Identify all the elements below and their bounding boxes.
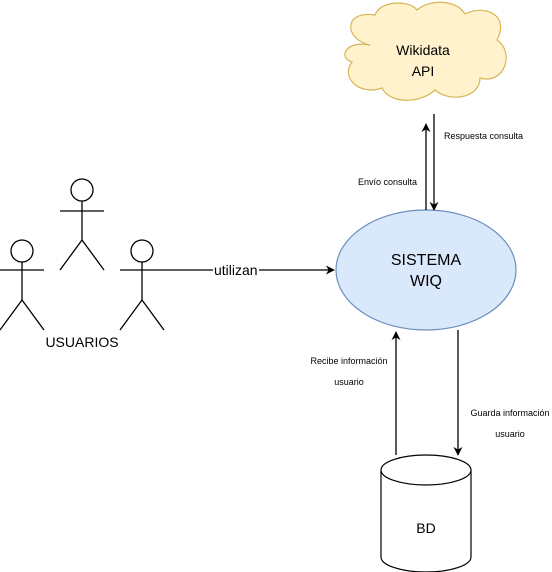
sistema-label-line1: SISTEMA: [390, 252, 462, 269]
guarda-label-line1: Guarda información: [470, 408, 550, 418]
actor-figure-right: [119, 239, 165, 331]
respuesta-consulta-label: Respuesta consulta: [444, 131, 524, 141]
wikidata-api-label: Wikidata API: [378, 40, 468, 82]
envio-consulta-label: Envío consulta: [358, 177, 418, 187]
sistema-label-line2: WIQ: [410, 273, 442, 290]
usuarios-label: USUARIOS: [45, 334, 119, 350]
bd-label: BD: [416, 520, 436, 536]
recibe-label-line1: Recibe información: [310, 356, 388, 366]
wikidata-label-line1: Wikidata: [396, 42, 450, 58]
actor-figure-left: [0, 239, 45, 331]
wikidata-label-line2: API: [411, 63, 435, 79]
guarda-label-line2: usuario: [495, 429, 525, 439]
bd-cylinder: [380, 454, 472, 572]
wikidata-cloud-shape: [344, 1, 507, 101]
recibe-informacion-label: Recibe información usuario: [304, 353, 394, 390]
guarda-informacion-label: Guarda información usuario: [465, 405, 552, 442]
sistema-wiq-label: SISTEMA WIQ: [366, 250, 486, 292]
recibe-label-line2: usuario: [334, 377, 364, 387]
utilizan-label: utilizan: [213, 261, 259, 279]
actor-figure-top: [59, 178, 105, 271]
